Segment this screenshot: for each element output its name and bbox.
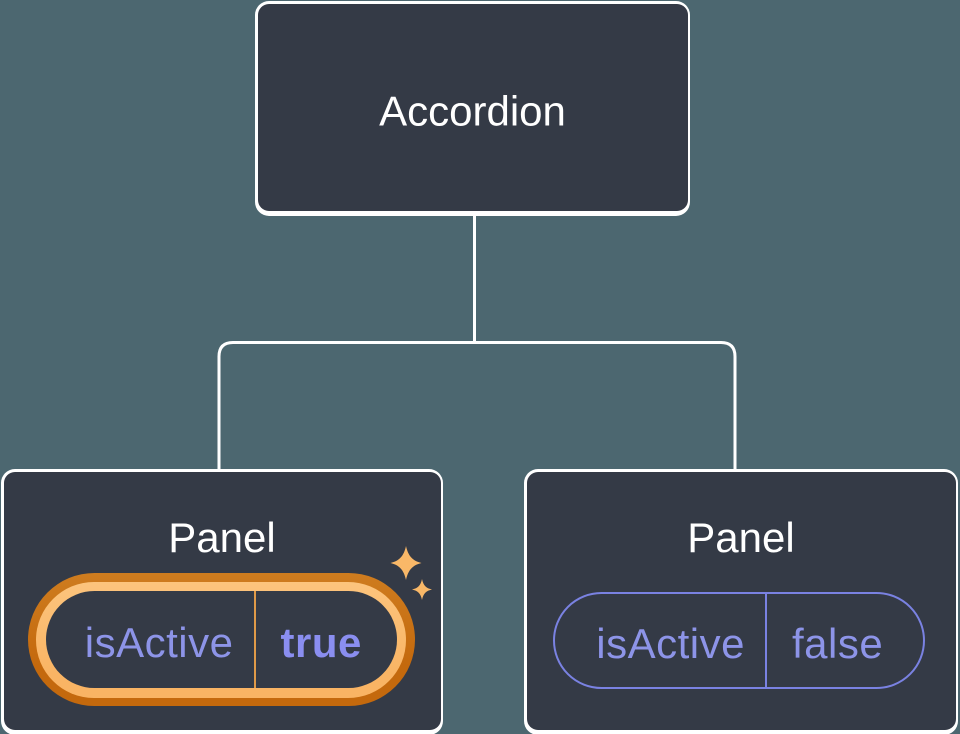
state-value-active: true (280, 618, 362, 666)
panel-node-inactive: Panel isActive false (524, 469, 958, 734)
panel-active-label: Panel (168, 514, 276, 561)
state-value-inactive: false (792, 619, 884, 667)
panel-inactive-label: Panel (687, 514, 795, 561)
state-pill-inactive: isActive false (553, 592, 925, 689)
accordion-node: Accordion (255, 1, 690, 216)
state-key-active: isActive (84, 618, 234, 666)
state-pill-active: isActive true (27, 573, 415, 706)
accordion-label: Accordion (379, 87, 566, 135)
sparkle-icon (390, 546, 432, 600)
state-key-inactive: isActive (596, 619, 745, 667)
panel-node-active: Panel isActive true (1, 469, 443, 734)
